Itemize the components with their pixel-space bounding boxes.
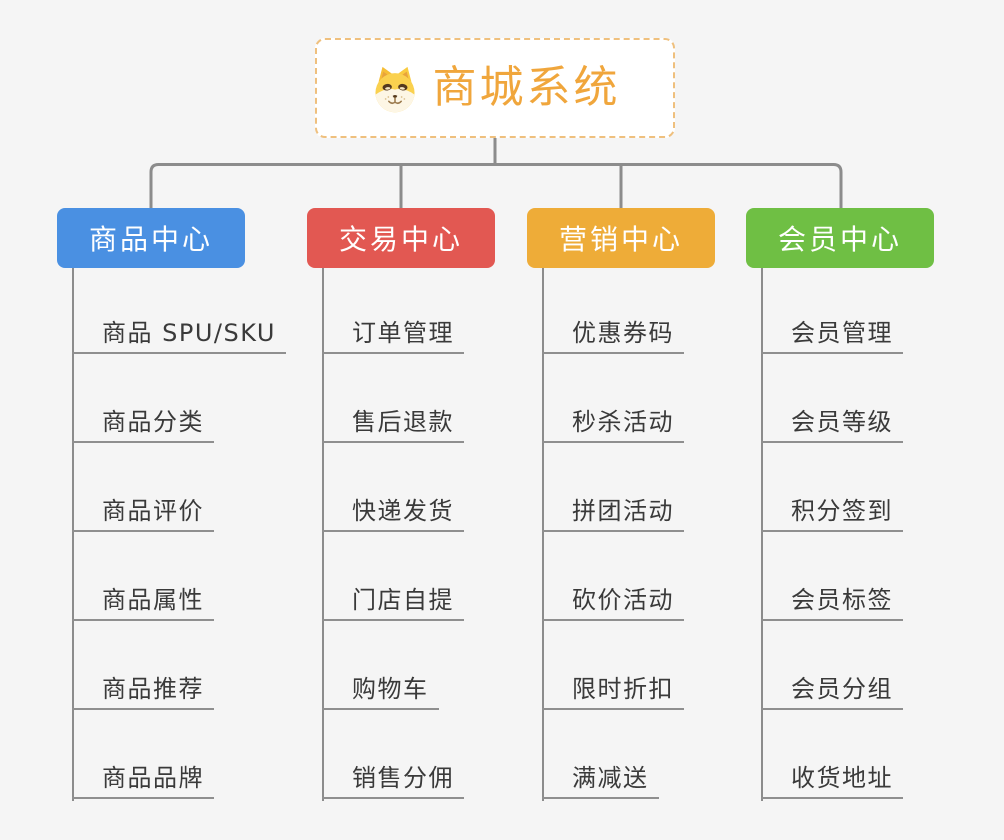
leaf-node[interactable]: 满减送 bbox=[542, 764, 659, 799]
leaf-node[interactable]: 砍价活动 bbox=[542, 586, 684, 621]
leaf-node[interactable]: 商品推荐 bbox=[72, 675, 214, 710]
leaf-node[interactable]: 商品 SPU/SKU bbox=[72, 319, 286, 354]
leaf-node[interactable]: 会员分组 bbox=[761, 675, 903, 710]
leaf-node[interactable]: 售后退款 bbox=[322, 408, 464, 443]
branch-node-marketing-center[interactable]: 营销中心 bbox=[527, 208, 715, 268]
leaf-node[interactable]: 会员标签 bbox=[761, 586, 903, 621]
leaf-node[interactable]: 商品品牌 bbox=[72, 764, 214, 799]
leaf-node[interactable]: 秒杀活动 bbox=[542, 408, 684, 443]
leaf-node[interactable]: 限时折扣 bbox=[542, 675, 684, 710]
leaf-node[interactable]: 商品分类 bbox=[72, 408, 214, 443]
bus-connector-line bbox=[149, 163, 843, 210]
branch-node-member-center[interactable]: 会员中心 bbox=[746, 208, 934, 268]
leaf-node[interactable]: 订单管理 bbox=[322, 319, 464, 354]
branch-node-trade-center[interactable]: 交易中心 bbox=[307, 208, 495, 268]
branch-trunk-line bbox=[542, 268, 544, 801]
leaf-node[interactable]: 拼团活动 bbox=[542, 497, 684, 532]
leaf-node[interactable]: 积分签到 bbox=[761, 497, 903, 532]
dog-face-icon bbox=[374, 66, 415, 113]
leaf-node[interactable]: 收货地址 bbox=[761, 764, 903, 799]
root-node[interactable]: 商城系统 bbox=[315, 38, 675, 138]
leaf-node[interactable]: 门店自提 bbox=[322, 586, 464, 621]
leaf-node[interactable]: 会员管理 bbox=[761, 319, 903, 354]
leaf-node[interactable]: 快递发货 bbox=[322, 497, 464, 532]
drop-connector-lines bbox=[399, 164, 623, 210]
branch-trunk-line bbox=[761, 268, 763, 801]
leaf-node[interactable]: 商品属性 bbox=[72, 586, 214, 621]
leaf-node[interactable]: 会员等级 bbox=[761, 408, 903, 443]
branch-node-product-center[interactable]: 商品中心 bbox=[57, 208, 245, 268]
leaf-node[interactable]: 销售分佣 bbox=[322, 764, 464, 799]
root-title: 商城系统 bbox=[432, 62, 621, 113]
branch-trunk-line bbox=[322, 268, 324, 801]
branch-trunk-line bbox=[72, 268, 74, 801]
leaf-node[interactable]: 购物车 bbox=[322, 675, 439, 710]
leaf-node[interactable]: 优惠券码 bbox=[542, 319, 684, 354]
leaf-node[interactable]: 商品评价 bbox=[72, 497, 214, 532]
